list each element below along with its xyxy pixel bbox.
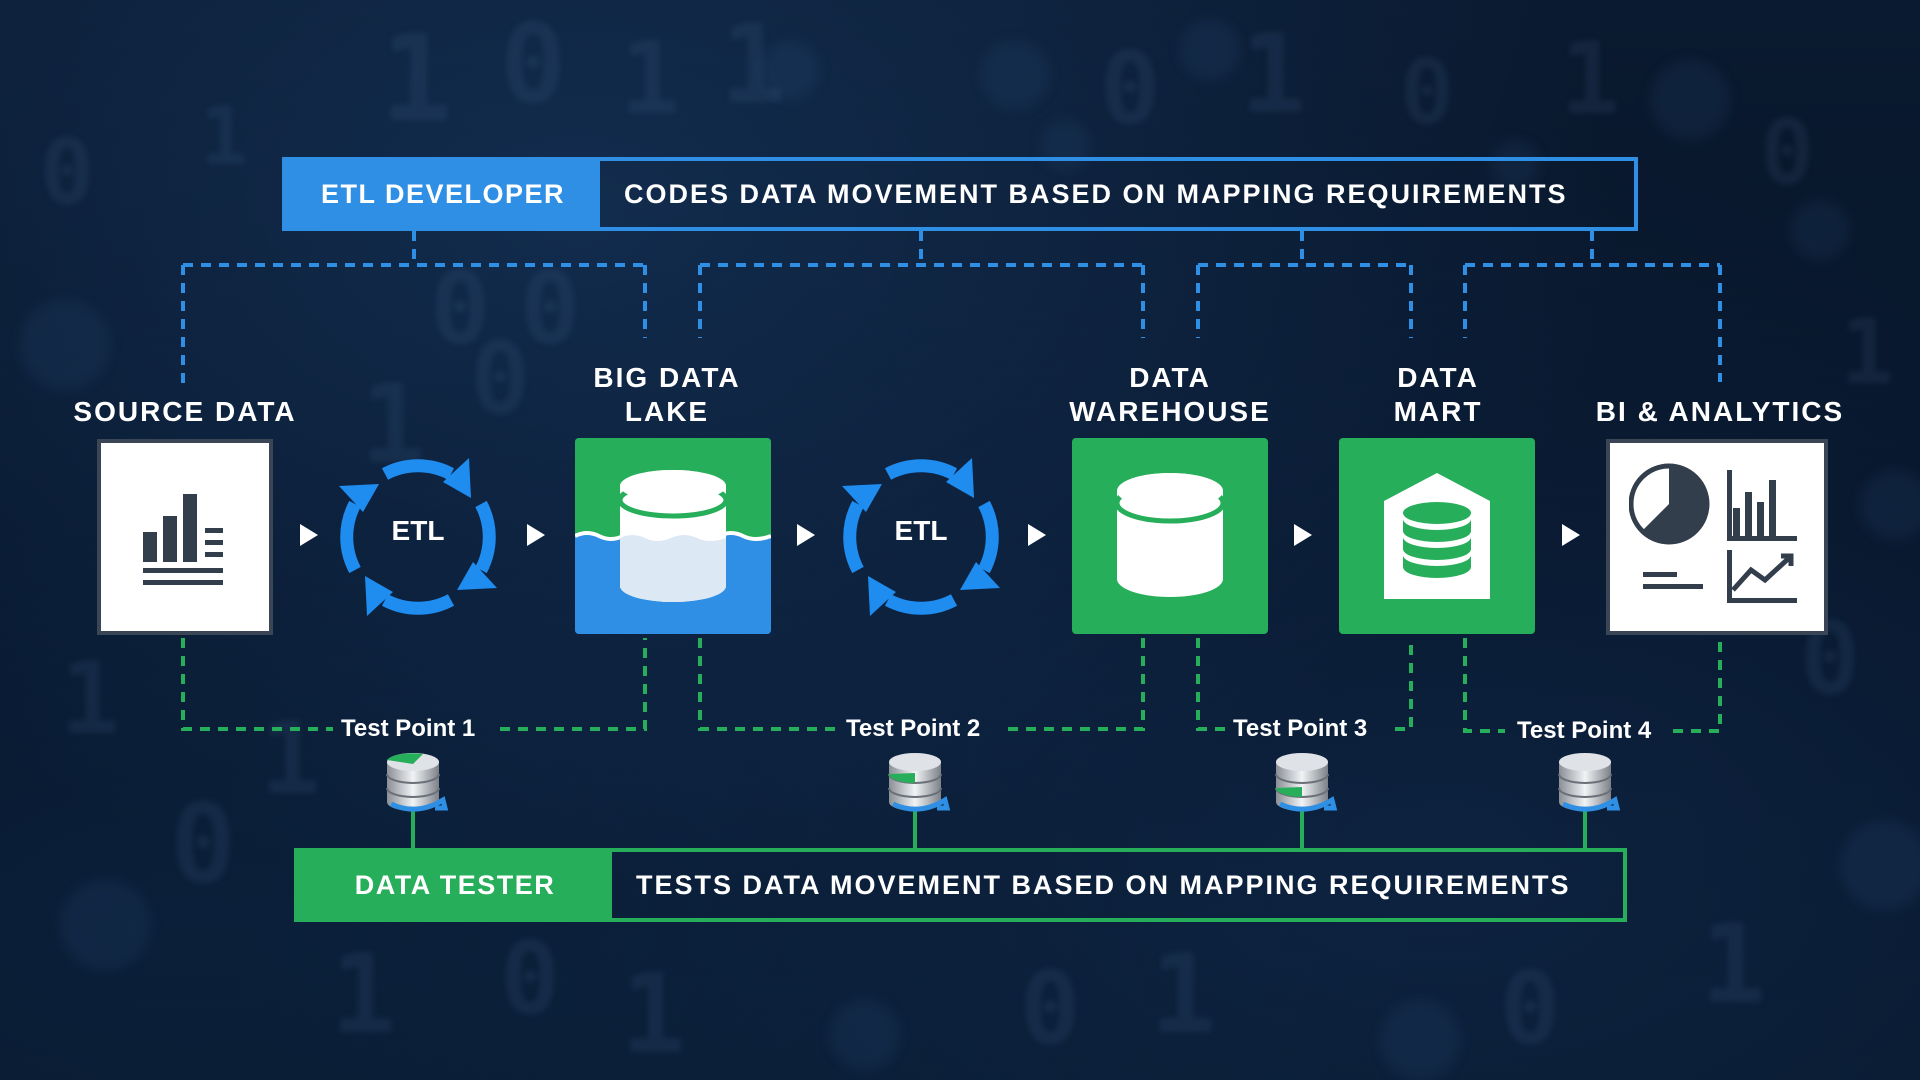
test-point-3-label: Test Point 3 — [1233, 715, 1368, 742]
refresh-cycle-icon — [842, 458, 1000, 616]
background-digit: 0 — [40, 120, 95, 225]
data-tester-description: TESTS DATA MOVEMENT BASED ON MAPPING REQ… — [636, 869, 1571, 900]
data-lake-cylinder-icon — [575, 438, 771, 634]
background-bokeh — [1860, 470, 1920, 540]
analytics-dashboard-icon — [1629, 463, 1797, 603]
background-bokeh — [980, 40, 1050, 110]
test-point-1-label: Test Point 1 — [341, 715, 476, 742]
bar-chart-document-icon — [143, 494, 223, 585]
background-digit: 1 — [720, 0, 787, 128]
background-digit: 0 — [1100, 30, 1161, 147]
background-bokeh — [1840, 820, 1920, 910]
background-bokeh — [1790, 200, 1850, 260]
background-digit: 1 — [1560, 20, 1621, 137]
background-digit: 1 — [1150, 930, 1217, 1058]
database-test-icon — [1558, 753, 1621, 812]
etl-label-2: ETL — [894, 515, 948, 546]
background-digit: 0 — [500, 0, 567, 128]
background-digit: 0 — [470, 320, 531, 437]
tester-dotted-connectors — [181, 638, 1722, 733]
database-test-icon — [1275, 753, 1338, 812]
background-bokeh — [20, 300, 110, 390]
test-point-2-label: Test Point 2 — [846, 715, 981, 742]
background-bokeh — [1490, 140, 1540, 190]
stage-label-data-warehouse: DATA WAREHOUSE — [1069, 362, 1271, 427]
etl-developer-description: CODES DATA MOVEMENT BASED ON MAPPING REQ… — [624, 178, 1568, 209]
flow-arrow-1 — [300, 524, 318, 546]
background-digit: 0 — [1500, 950, 1561, 1067]
stage-label-big-data-lake: BIG DATA LAKE — [593, 362, 741, 427]
database-test-icon — [386, 753, 449, 812]
background-digit: 0 — [500, 920, 561, 1037]
background-bokeh — [1650, 60, 1730, 140]
bi-analytics-node — [1606, 439, 1828, 635]
flow-arrow-3 — [797, 524, 815, 546]
background-digit: 1 — [380, 10, 453, 149]
background-digit: 1 — [330, 930, 397, 1058]
background-digit: 1 — [60, 640, 121, 757]
database-cylinder-icon — [1115, 473, 1225, 597]
background-bokeh — [1040, 120, 1090, 170]
background-digit: 1 — [1700, 900, 1767, 1028]
background-bokeh — [1380, 1000, 1460, 1080]
background-digit: 0 — [1020, 950, 1081, 1067]
etl-developer-header: ETL DEVELOPER CODES DATA MOVEMENT BASED … — [282, 157, 1638, 231]
tester-solid-connectors — [411, 808, 1587, 848]
background-digit: 0 — [520, 250, 581, 367]
background-digit: 1 — [620, 950, 687, 1078]
flow-arrow-2 — [527, 524, 545, 546]
source-data-node — [97, 439, 273, 635]
background-digit: 1 — [1840, 300, 1895, 405]
stage-label-data-mart: DATA MART — [1393, 362, 1483, 427]
database-test-icon — [888, 753, 951, 812]
data-mart-node — [1339, 438, 1535, 634]
big-data-lake-node — [575, 438, 771, 634]
background-digit: 0 — [430, 250, 491, 367]
database-stack-icon — [1384, 473, 1490, 599]
background-digit: 1 — [260, 700, 321, 817]
data-warehouse-node — [1072, 438, 1268, 634]
flow-arrow-4 — [1028, 524, 1046, 546]
background-digit: 0 — [1400, 40, 1455, 145]
background-bokeh — [1180, 20, 1240, 80]
developer-dotted-connectors — [181, 231, 1722, 388]
background-digit: 0 — [170, 780, 237, 908]
background-digit: 1 — [620, 20, 681, 137]
test-point-4-label: Test Point 4 — [1517, 717, 1652, 744]
stage-label-source-data: SOURCE DATA — [73, 396, 297, 427]
flow-arrow-6 — [1562, 524, 1580, 546]
data-tester-header: DATA TESTER TESTS DATA MOVEMENT BASED ON… — [294, 848, 1627, 922]
background-digit: 1 — [1240, 10, 1307, 138]
background-bokeh — [830, 1000, 900, 1070]
stage-label-bi-analytics: BI & ANALYTICS — [1595, 396, 1845, 427]
background-digit: 1 — [200, 90, 249, 183]
background-bokeh — [60, 880, 150, 970]
refresh-cycle-icon — [339, 458, 497, 616]
flow-arrow-5 — [1294, 524, 1312, 546]
etl-label-1: ETL — [391, 515, 445, 546]
background-bokeh — [760, 40, 820, 100]
background-digit: 0 — [1760, 100, 1815, 205]
etl-developer-tag: ETL DEVELOPER — [286, 161, 600, 227]
data-tester-tag: DATA TESTER — [298, 852, 612, 918]
